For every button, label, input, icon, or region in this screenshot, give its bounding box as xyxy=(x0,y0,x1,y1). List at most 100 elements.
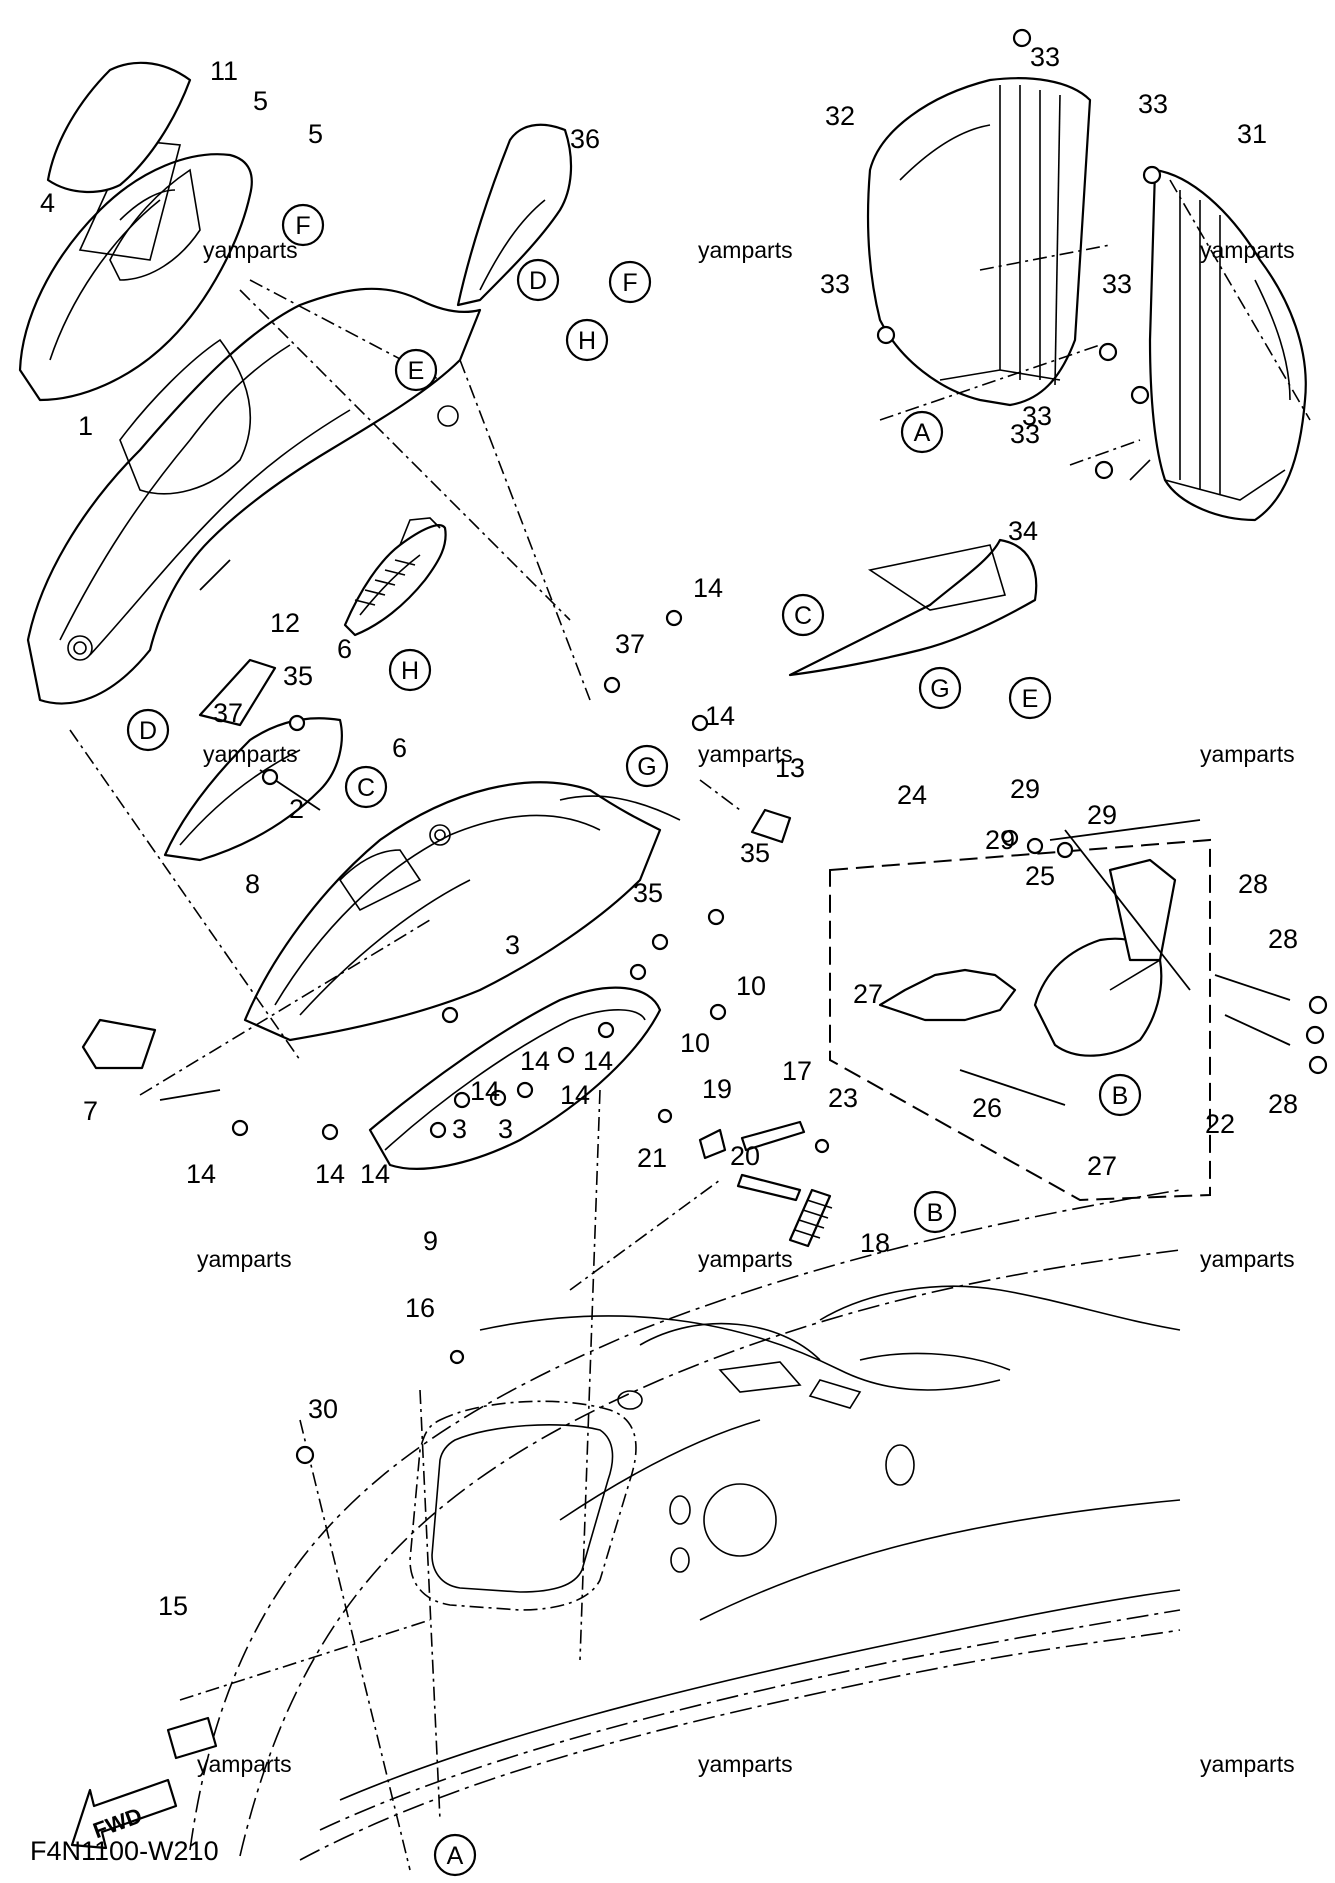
watermark: yamparts xyxy=(203,741,298,767)
callout-27: 27 xyxy=(853,979,883,1009)
gasket-part-9 xyxy=(368,986,662,1170)
ref-circle-G: G xyxy=(918,666,962,710)
callout-1: 1 xyxy=(78,411,93,441)
callout-15: 15 xyxy=(158,1591,188,1621)
callout-10: 10 xyxy=(736,971,766,1001)
callout-20: 20 xyxy=(730,1141,760,1171)
ref-circle-A: A xyxy=(433,1833,477,1877)
watermark: yamparts xyxy=(1200,1246,1295,1272)
ref-circle-H: H xyxy=(565,318,609,362)
callout-33: 33 xyxy=(1102,269,1132,299)
callout-4: 4 xyxy=(40,188,55,218)
watermark: yamparts xyxy=(698,741,793,767)
cover-part-11 xyxy=(46,61,192,194)
ref-circle-H: H xyxy=(388,648,432,692)
callout-37: 37 xyxy=(615,629,645,659)
ref-letter: G xyxy=(930,675,949,703)
callout-14: 14 xyxy=(693,573,723,603)
callout-29: 29 xyxy=(1010,774,1040,804)
ref-letter: B xyxy=(927,1199,944,1227)
callout-28: 28 xyxy=(1238,869,1268,899)
ref-circle-B: B xyxy=(913,1190,957,1234)
callout-33: 33 xyxy=(1022,401,1052,431)
block-part-13 xyxy=(750,808,792,844)
ref-circle-F: F xyxy=(608,260,652,304)
wedge-part-34 xyxy=(788,538,1038,677)
front-cowl-part-4 xyxy=(18,139,253,402)
callout-17: 17 xyxy=(782,1056,812,1086)
callout-6: 6 xyxy=(337,634,352,664)
callout-14: 14 xyxy=(315,1159,345,1189)
callout-12: 12 xyxy=(270,608,300,638)
ref-letter: F xyxy=(295,212,310,240)
watermark: yamparts xyxy=(1200,741,1295,767)
callout-13: 13 xyxy=(775,753,805,783)
callout-23: 23 xyxy=(828,1083,858,1113)
callout-24: 24 xyxy=(897,780,927,810)
callout-14: 14 xyxy=(470,1076,500,1106)
callout-22: 22 xyxy=(1205,1109,1235,1139)
callout-6: 6 xyxy=(392,733,407,763)
ref-letter: G xyxy=(637,753,656,781)
glovebox-lid-part-2 xyxy=(163,658,343,862)
ref-letter: B xyxy=(1112,1082,1129,1110)
callout-25: 25 xyxy=(1025,861,1055,891)
ref-letter: D xyxy=(529,267,547,295)
hardware-17-23 xyxy=(657,1108,833,1248)
callout-14: 14 xyxy=(520,1046,550,1076)
callout-28: 28 xyxy=(1268,1089,1298,1119)
ref-circle-E: E xyxy=(1008,676,1052,720)
callout-31: 31 xyxy=(1237,119,1267,149)
callout-7: 7 xyxy=(83,1096,98,1126)
ref-letter: H xyxy=(578,327,596,355)
bracket-assembly xyxy=(829,459,1291,1202)
ref-letter: E xyxy=(1022,685,1039,713)
callout-28: 28 xyxy=(1268,924,1298,954)
watermark: yamparts xyxy=(698,1246,793,1272)
callout-5: 5 xyxy=(253,86,268,116)
pad-part-7 xyxy=(81,1018,157,1070)
watermark: yamparts xyxy=(197,1246,292,1272)
callout-10: 10 xyxy=(680,1028,710,1058)
tag-part-15 xyxy=(166,1716,218,1760)
panel-part-36 xyxy=(456,123,573,307)
ref-letter: H xyxy=(401,657,419,685)
fasteners xyxy=(231,28,1328,1465)
callout-33: 33 xyxy=(1010,419,1040,449)
callout-37: 37 xyxy=(213,698,243,728)
side-panel-part-31 xyxy=(1148,168,1307,522)
watermark: yamparts xyxy=(1200,1751,1295,1777)
callout-11: 11 xyxy=(210,56,238,86)
callout-35: 35 xyxy=(740,838,770,868)
callout-8: 8 xyxy=(245,869,260,899)
ref-letter: A xyxy=(914,419,931,447)
diagram-code: F4N1100-W210 xyxy=(30,1836,219,1866)
callout-35: 35 xyxy=(283,661,313,691)
ref-letter: D xyxy=(139,717,157,745)
ref-circle-C: C xyxy=(344,765,388,809)
watermark: yamparts xyxy=(197,1751,292,1777)
watermark: yamparts xyxy=(698,237,793,263)
callout-3: 3 xyxy=(505,930,520,960)
callout-18: 18 xyxy=(860,1228,890,1258)
callout-16: 16 xyxy=(405,1293,435,1323)
callout-14: 14 xyxy=(560,1080,590,1110)
callout-32: 32 xyxy=(825,101,855,131)
callout-5: 5 xyxy=(308,119,323,149)
ref-circle-D: D xyxy=(126,708,170,752)
callout-14: 14 xyxy=(705,701,735,731)
callout-30: 30 xyxy=(308,1394,338,1424)
ref-circle-F: F xyxy=(281,203,325,247)
callout-3: 3 xyxy=(452,1114,467,1144)
ref-letter: C xyxy=(357,774,375,802)
callout-21: 21 xyxy=(637,1143,667,1173)
callout-14: 14 xyxy=(360,1159,390,1189)
callout-14: 14 xyxy=(186,1159,216,1189)
callout-33: 33 xyxy=(1138,89,1168,119)
callout-34: 34 xyxy=(1008,516,1038,546)
callout-9: 9 xyxy=(423,1226,438,1256)
